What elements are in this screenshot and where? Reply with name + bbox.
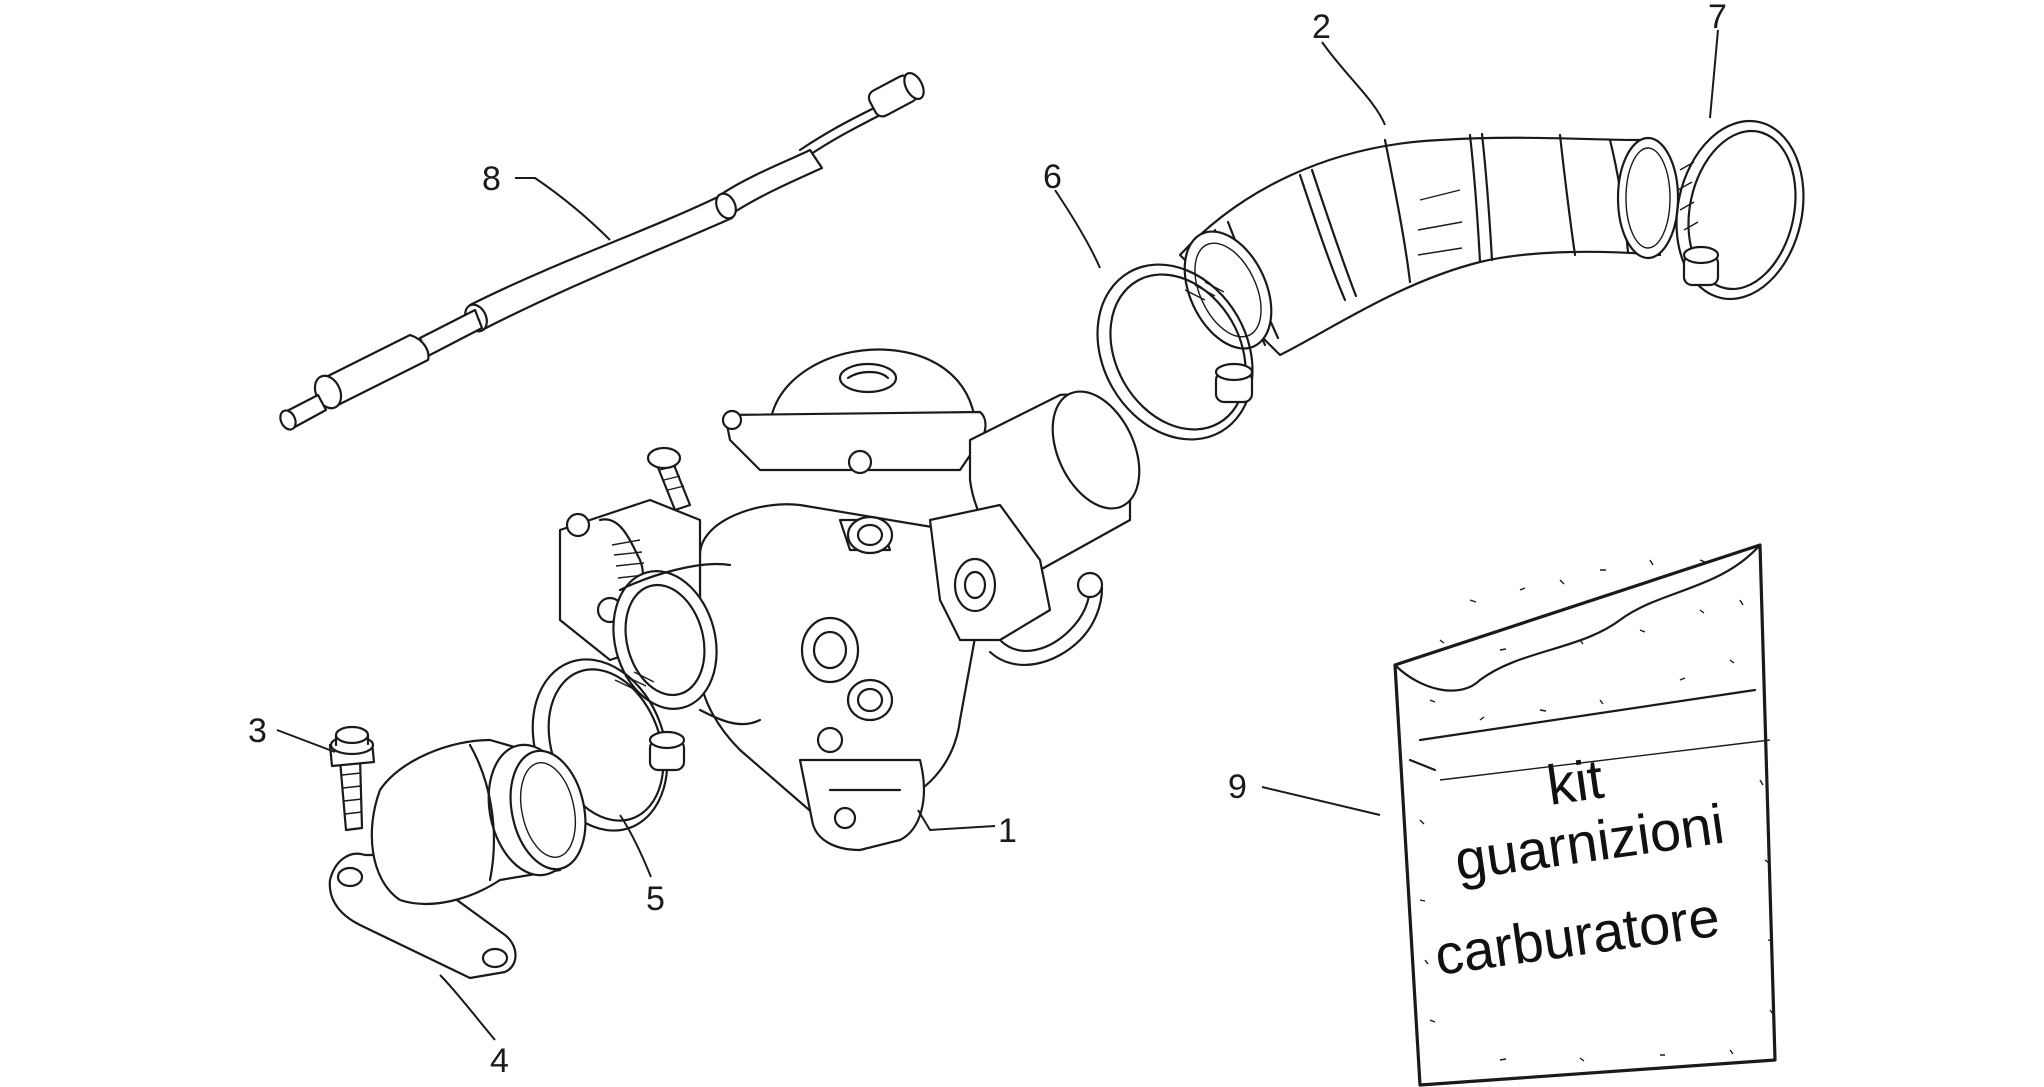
part-1-carburetor [558, 348, 1141, 852]
leader-lines [276, 29, 1719, 1041]
part-2-air-duct [1178, 132, 1680, 357]
callout-numbers: 1 2 3 4 5 6 7 8 9 [248, 0, 1727, 1080]
callout-7: 7 [1708, 0, 1727, 36]
callout-6: 6 [1043, 158, 1062, 196]
leader-8 [515, 177, 611, 241]
callout-1: 1 [998, 812, 1017, 850]
callout-2: 2 [1312, 8, 1331, 46]
part-9-gasket-kit-bag: kit guarnizioni carburatore [1393, 543, 1777, 1087]
part-5-hose-clamp [531, 658, 686, 832]
callout-9: 9 [1228, 768, 1247, 806]
callout-8: 8 [482, 160, 501, 198]
part-3-bolt [328, 725, 376, 832]
leader-6 [1054, 189, 1101, 269]
leader-4 [439, 974, 496, 1041]
callout-5: 5 [646, 880, 665, 918]
leader-9 [1261, 786, 1381, 816]
callout-4: 4 [490, 1042, 509, 1080]
leader-7 [1709, 29, 1719, 119]
part-6-hose-clamp [1096, 263, 1254, 441]
part-8-cable [279, 71, 925, 431]
leader-2 [1321, 41, 1386, 126]
callout-3: 3 [248, 712, 267, 750]
leader-3 [276, 729, 336, 753]
part-7-hose-clamp [1675, 119, 1805, 301]
bag-speckles [1419, 559, 1774, 1062]
kit-label-line-1: kit [1543, 747, 1608, 817]
leader-1 [917, 809, 996, 832]
leader-5 [619, 814, 652, 878]
part-4-intake-manifold [328, 738, 587, 980]
